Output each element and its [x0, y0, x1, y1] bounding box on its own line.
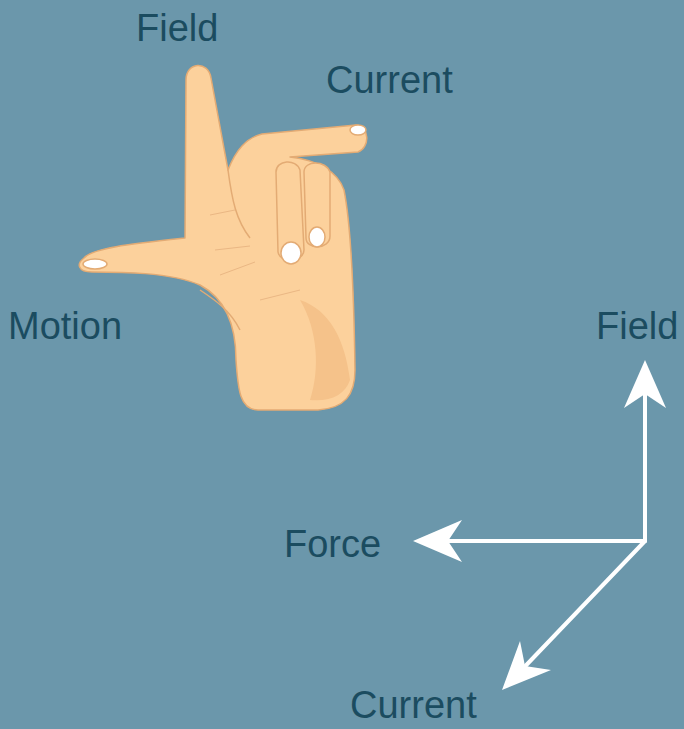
force-label: Force [284, 522, 381, 566]
field-label: Field [136, 6, 218, 50]
field-label: Field [596, 304, 678, 348]
current-label: Current [350, 683, 477, 727]
vector-axes [413, 360, 666, 690]
current-label: Current [326, 58, 453, 102]
left-hand [79, 65, 366, 410]
motion-label: Motion [8, 304, 122, 348]
